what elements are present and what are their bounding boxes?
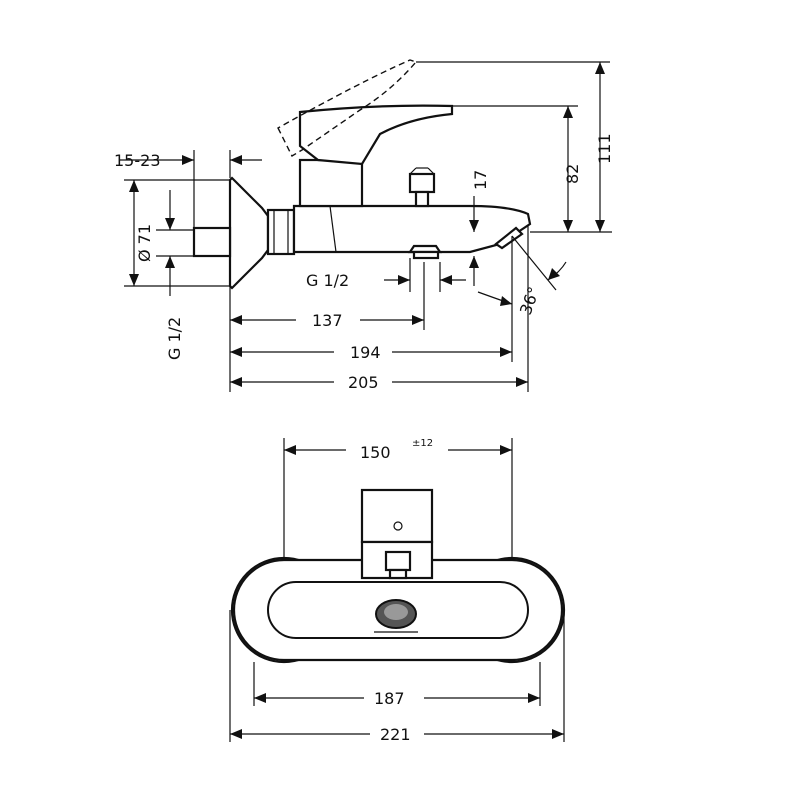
dim-205-label: 205 [348,373,379,392]
dim-g12-horizontal-label: G 1/2 [306,271,349,290]
wall-flange [228,176,270,290]
lever-handle [298,104,454,166]
dim-194: 194 [230,343,512,362]
spout-outlet [494,226,524,250]
dim-111: 111 [595,62,614,232]
dim-150-tolerance: ±12 [412,438,433,449]
cartridge-column [298,158,364,208]
dim-g12-vertical-label: G 1/2 [165,317,184,360]
front-diverter [384,550,412,572]
dim-15-23-label: 15-23 [114,151,161,170]
dim-221: 221 [230,725,564,744]
dim-205: 205 [230,373,528,392]
diverter-top [408,172,436,194]
dim-82: 82 [563,106,582,232]
inlet-connector [192,226,232,258]
dim-g12-vertical: G 1/2 [165,190,184,360]
front-indicator-dot [393,521,403,531]
dim-221-label: 221 [380,725,411,744]
dim-15-23: 15-23 [114,151,262,170]
dim-36-degrees: 36° [477,235,567,317]
dim-187-label: 187 [374,689,405,708]
dim-187: 187 [254,689,540,708]
dim-137: 137 [230,311,424,330]
dim-17: 17 [469,170,490,286]
dim-g12-horizontal: G 1/2 [306,271,466,290]
mixer-body [292,204,532,254]
dim-82-label: 82 [563,164,582,184]
dim-diameter-71: Ø 71 [129,180,154,286]
front-view: 150 ±12 187 221 [229,438,566,744]
dim-150-label: 150 [360,443,391,462]
dim-194-label: 194 [350,343,381,362]
front-body-inner [267,581,529,639]
union-nut [266,208,296,256]
lever-handle-raised [277,59,418,157]
side-view: 15-23 Ø 71 G 1/2 G 1/2 [114,59,614,392]
dim-diameter-71-label: Ø 71 [135,224,154,262]
dim-111-label: 111 [595,133,614,164]
dim-36-degrees-label: 36° [516,284,544,317]
dim-137-label: 137 [312,311,343,330]
front-lever-handle [360,488,434,544]
dim-17-label: 17 [471,170,490,190]
dim-150: 150 ±12 [284,438,512,462]
